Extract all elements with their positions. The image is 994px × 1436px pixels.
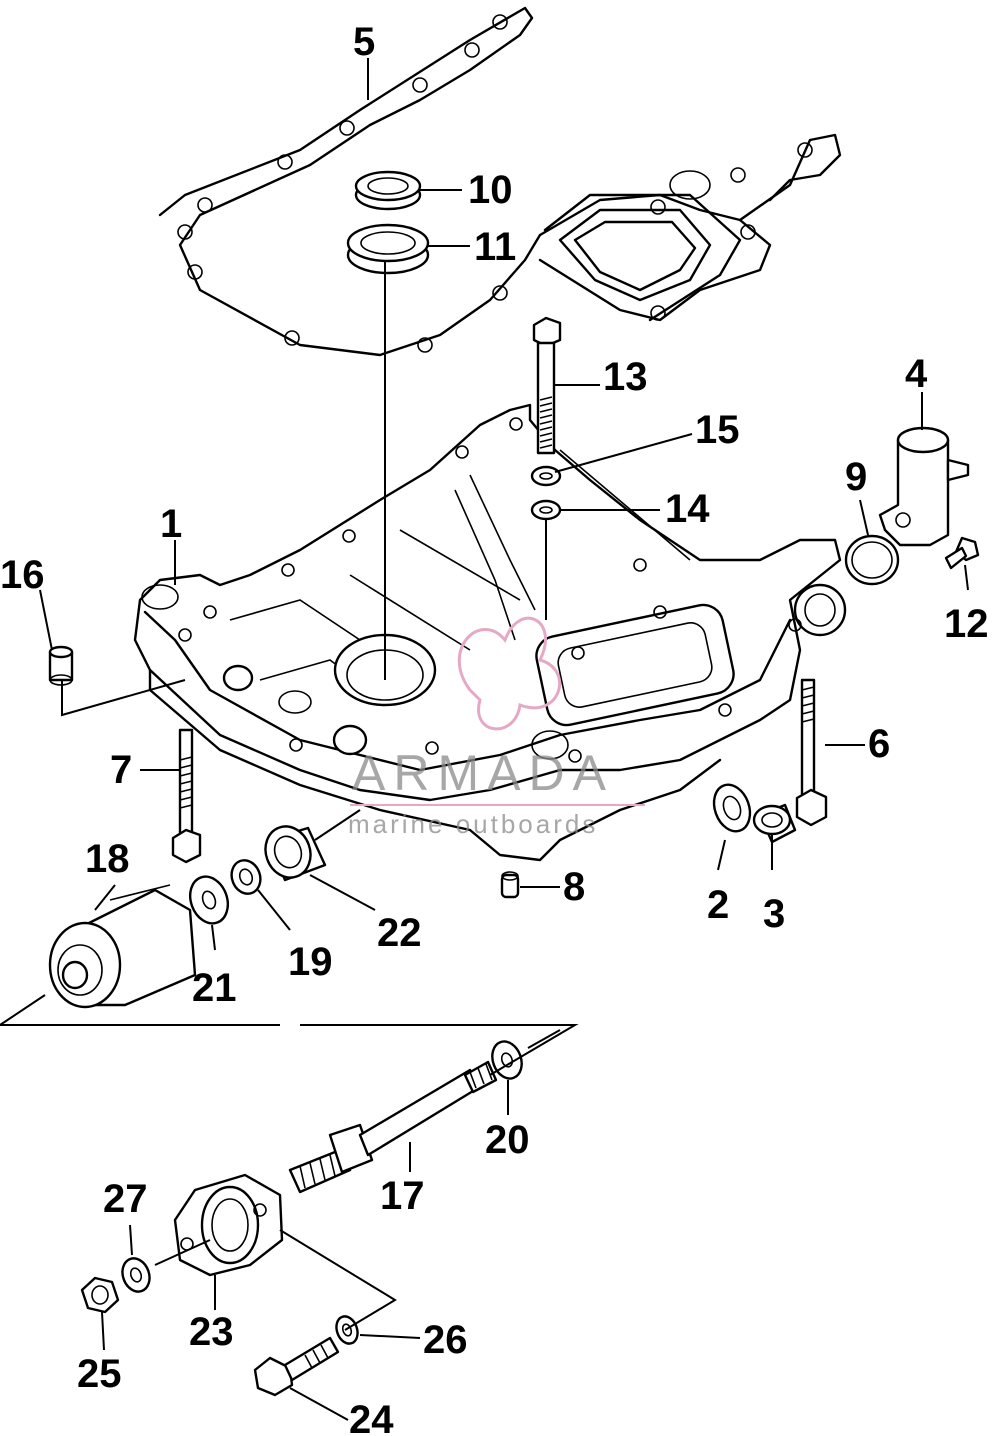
oil-seal-part-10 bbox=[354, 170, 422, 211]
washer-part-2 bbox=[712, 783, 752, 833]
nut-part-25 bbox=[80, 1276, 120, 1314]
callout-15: 15 bbox=[695, 408, 740, 452]
callout-5: 5 bbox=[353, 20, 375, 64]
callout-16: 16 bbox=[0, 553, 45, 597]
bolt-part-7 bbox=[171, 728, 202, 864]
housing-part-1 bbox=[133, 403, 847, 862]
bracket-part-23 bbox=[173, 1173, 284, 1277]
callout-3: 3 bbox=[763, 892, 785, 936]
callout-22: 22 bbox=[377, 911, 422, 955]
watermark: ARMADA marine outboards bbox=[348, 616, 645, 839]
leader-lines bbox=[0, 58, 969, 1421]
callout-12: 12 bbox=[944, 602, 989, 646]
callout-13: 13 bbox=[603, 355, 648, 399]
callout-20: 20 bbox=[485, 1118, 530, 1162]
pin-part-8 bbox=[500, 871, 520, 899]
oil-seal-part-11 bbox=[346, 223, 430, 275]
callout-27: 27 bbox=[103, 1177, 148, 1221]
washer-part-21 bbox=[188, 875, 230, 925]
callout-23: 23 bbox=[189, 1310, 234, 1354]
callout-2: 2 bbox=[707, 883, 729, 927]
washer-part-26 bbox=[335, 1315, 359, 1345]
callout-19: 19 bbox=[288, 940, 333, 984]
callout-9: 9 bbox=[845, 455, 867, 499]
o-ring-part-9 bbox=[844, 534, 900, 586]
callout-17: 17 bbox=[380, 1174, 425, 1218]
callout-18: 18 bbox=[85, 837, 130, 881]
watermark-brand: ARMADA bbox=[352, 745, 614, 801]
callout-25: 25 bbox=[77, 1352, 122, 1396]
callout-14: 14 bbox=[665, 487, 710, 531]
elbow-part-4 bbox=[878, 426, 970, 547]
stud-part-17 bbox=[288, 1060, 498, 1194]
dowel-part-16 bbox=[48, 645, 74, 686]
callout-6: 6 bbox=[868, 722, 890, 766]
washer-part-15 bbox=[530, 465, 562, 487]
callout-8: 8 bbox=[563, 865, 585, 909]
callout-labels: 5 10 11 13 4 15 9 14 1 16 12 6 7 18 8 2 … bbox=[0, 20, 989, 1436]
bolt-part-24 bbox=[253, 1336, 340, 1397]
union-part-22 bbox=[264, 825, 327, 882]
callout-26: 26 bbox=[423, 1318, 468, 1362]
callout-24: 24 bbox=[349, 1398, 394, 1436]
callout-4: 4 bbox=[905, 352, 928, 396]
oil-filter-part-18 bbox=[48, 884, 197, 1009]
callout-11: 11 bbox=[474, 225, 516, 269]
bolt-part-6 bbox=[795, 678, 828, 827]
nut-part-19 bbox=[230, 859, 262, 895]
callout-7: 7 bbox=[110, 748, 132, 792]
bolt-part-13 bbox=[532, 316, 562, 455]
callout-21: 21 bbox=[192, 966, 237, 1010]
watermark-tagline: marine outboards bbox=[348, 809, 598, 839]
callout-10: 10 bbox=[468, 168, 513, 212]
bolt-part-12 bbox=[944, 536, 980, 570]
callout-1: 1 bbox=[160, 502, 182, 546]
washer-part-27 bbox=[121, 1257, 151, 1293]
plug-part-3 bbox=[752, 803, 797, 844]
gasket-part-5 bbox=[158, 6, 842, 357]
washer-part-14 bbox=[530, 499, 562, 521]
watermark-logo bbox=[457, 616, 562, 731]
